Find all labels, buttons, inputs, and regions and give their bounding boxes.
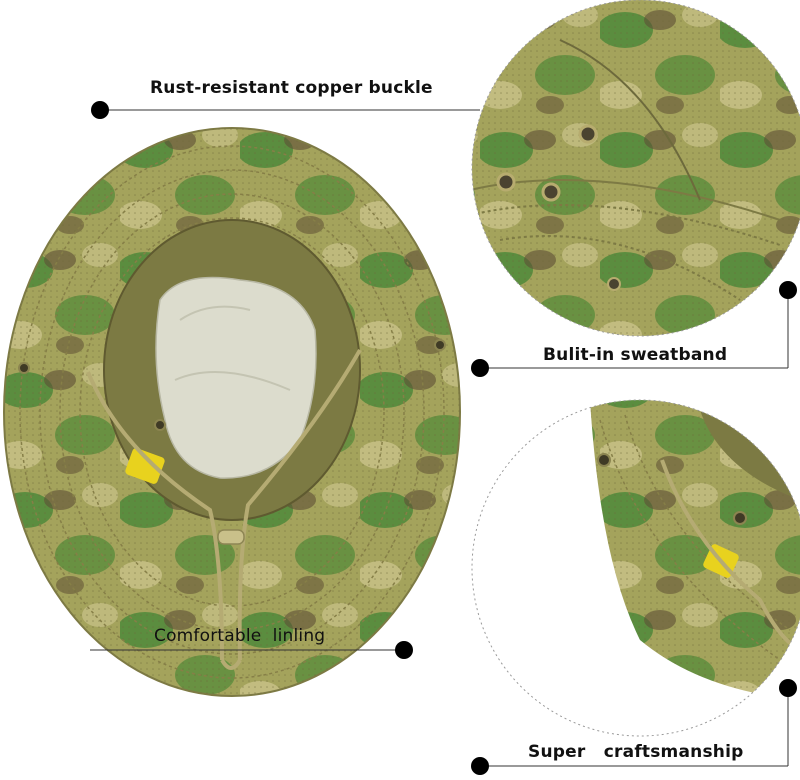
callout-dot-craftsmanship-left: [471, 757, 489, 775]
leader-lines: [90, 109, 789, 767]
callout-dot-sweatband-left: [471, 359, 489, 377]
callout-dot-lining: [395, 641, 413, 659]
callout-dot-sweatband-top: [779, 281, 797, 299]
hat-main-view: [3, 127, 461, 697]
callout-lining: Comfortable linling: [154, 626, 326, 646]
callout-sweatband: Bulit-in sweatband: [543, 345, 728, 365]
callout-dot-craftsmanship-top: [779, 679, 797, 697]
callout-buckle: Rust-resistant copper buckle: [150, 78, 433, 98]
detail-buckle-view: [471, 0, 800, 337]
detail-craftsmanship-view: [471, 399, 800, 737]
callout-craftsmanship: Super craftsmanship: [528, 742, 744, 762]
callout-dot-buckle: [91, 101, 109, 119]
